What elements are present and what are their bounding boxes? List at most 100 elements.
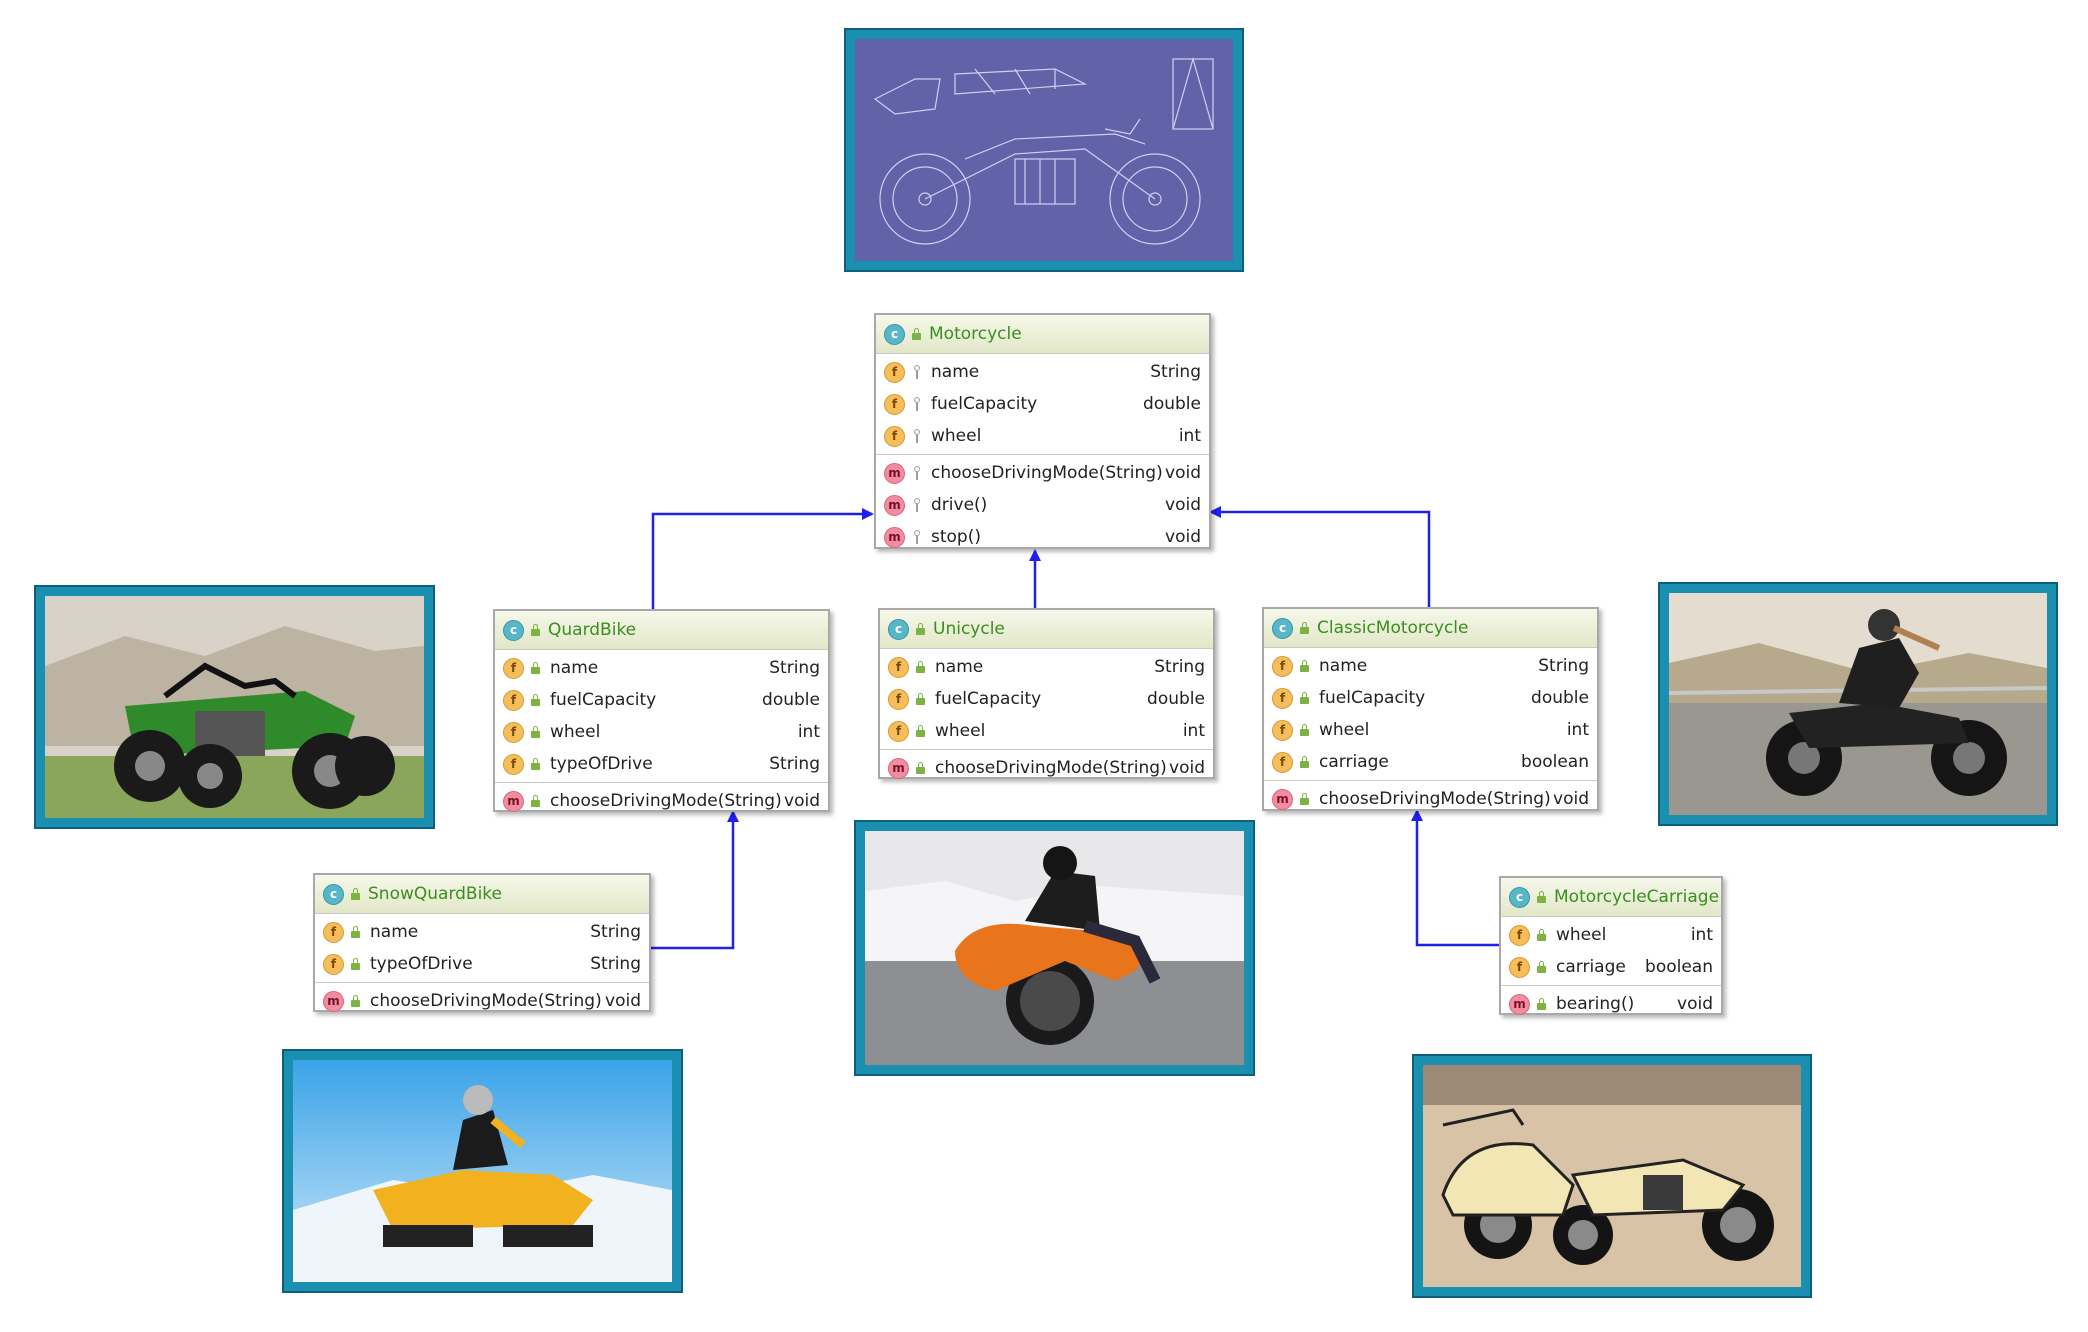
field-name: carriage (1556, 957, 1626, 977)
public-icon (530, 693, 542, 707)
method-row: m bearing() void (1501, 988, 1721, 1020)
public-icon (1299, 723, 1311, 737)
field-name: fuelCapacity (550, 690, 657, 710)
class-name: Unicycle (933, 619, 1005, 639)
method-name: bearing() (1556, 994, 1635, 1014)
package-private-icon (911, 466, 923, 480)
field-icon: f (503, 657, 524, 679)
class-header: c MotorcycleCarriage (1501, 878, 1721, 917)
field-type: double (762, 690, 820, 710)
class-name: QuardBike (548, 620, 637, 640)
methods-section: m chooseDrivingMode(String)void m drive() v… (876, 455, 1209, 555)
field-name: carriage (1319, 752, 1389, 772)
class-header: c Motorcycle (876, 315, 1209, 354)
quad-bike-image (36, 587, 433, 827)
field-type: String (769, 754, 820, 774)
field-type: int (1182, 721, 1205, 741)
method-row: m chooseDrivingMode(String)void (876, 457, 1209, 489)
package-private-icon (911, 530, 923, 544)
field-name: fuelCapacity (931, 394, 1038, 414)
method-name: chooseDrivingMode(String) (935, 758, 1167, 778)
method-name: stop() (931, 527, 981, 547)
snow-quad-bike-image (284, 1051, 681, 1291)
method-type: void (1677, 994, 1713, 1014)
method-type: void (1169, 758, 1205, 778)
field-name: name (1319, 656, 1368, 676)
field-name: wheel (935, 721, 986, 741)
field-icon: f (1272, 719, 1293, 741)
public-icon (1536, 928, 1548, 942)
field-name: fuelCapacity (1319, 688, 1426, 708)
public-icon (1299, 659, 1311, 673)
class-icon: c (503, 619, 524, 641)
method-icon: m (503, 790, 524, 812)
field-type: String (1538, 656, 1589, 676)
field-name: wheel (1556, 925, 1607, 945)
public-icon (915, 660, 927, 674)
class-icon: c (1272, 617, 1293, 639)
public-icon (530, 623, 542, 637)
method-type: void (605, 991, 641, 1011)
method-icon: m (888, 757, 909, 779)
public-icon (915, 692, 927, 706)
field-type: String (1154, 657, 1205, 677)
field-name: wheel (550, 722, 601, 742)
public-icon (1299, 691, 1311, 705)
method-type: void (1553, 789, 1589, 809)
package-private-icon (911, 397, 923, 411)
method-icon: m (884, 494, 905, 516)
field-icon: f (888, 688, 909, 710)
method-icon: m (884, 462, 905, 484)
field-icon: f (884, 361, 905, 383)
field-type: int (797, 722, 820, 742)
field-icon: f (503, 689, 524, 711)
method-icon: m (1509, 993, 1530, 1015)
class-icon: c (884, 323, 905, 345)
method-name: chooseDrivingMode(String) (931, 463, 1163, 483)
public-icon (350, 925, 362, 939)
public-icon (530, 757, 542, 771)
field-name: typeOfDrive (370, 954, 473, 974)
method-type: void (1165, 463, 1201, 483)
field-type: double (1531, 688, 1589, 708)
method-name: chooseDrivingMode(String) (550, 791, 782, 811)
field-type: String (769, 658, 820, 678)
method-name: chooseDrivingMode(String) (1319, 789, 1551, 809)
field-name: name (935, 657, 984, 677)
sidecar-motorcycle-image (1414, 1056, 1810, 1296)
field-name: name (370, 922, 419, 942)
class-name: MotorcycleCarriage (1554, 887, 1720, 907)
field-type: boolean (1645, 957, 1713, 977)
arrow-classic-to-motorcycle (1209, 506, 1431, 607)
method-name: drive() (931, 495, 988, 515)
class-name: ClassicMotorcycle (1317, 618, 1469, 638)
public-icon (915, 724, 927, 738)
method-name: chooseDrivingMode(String) (370, 991, 602, 1011)
